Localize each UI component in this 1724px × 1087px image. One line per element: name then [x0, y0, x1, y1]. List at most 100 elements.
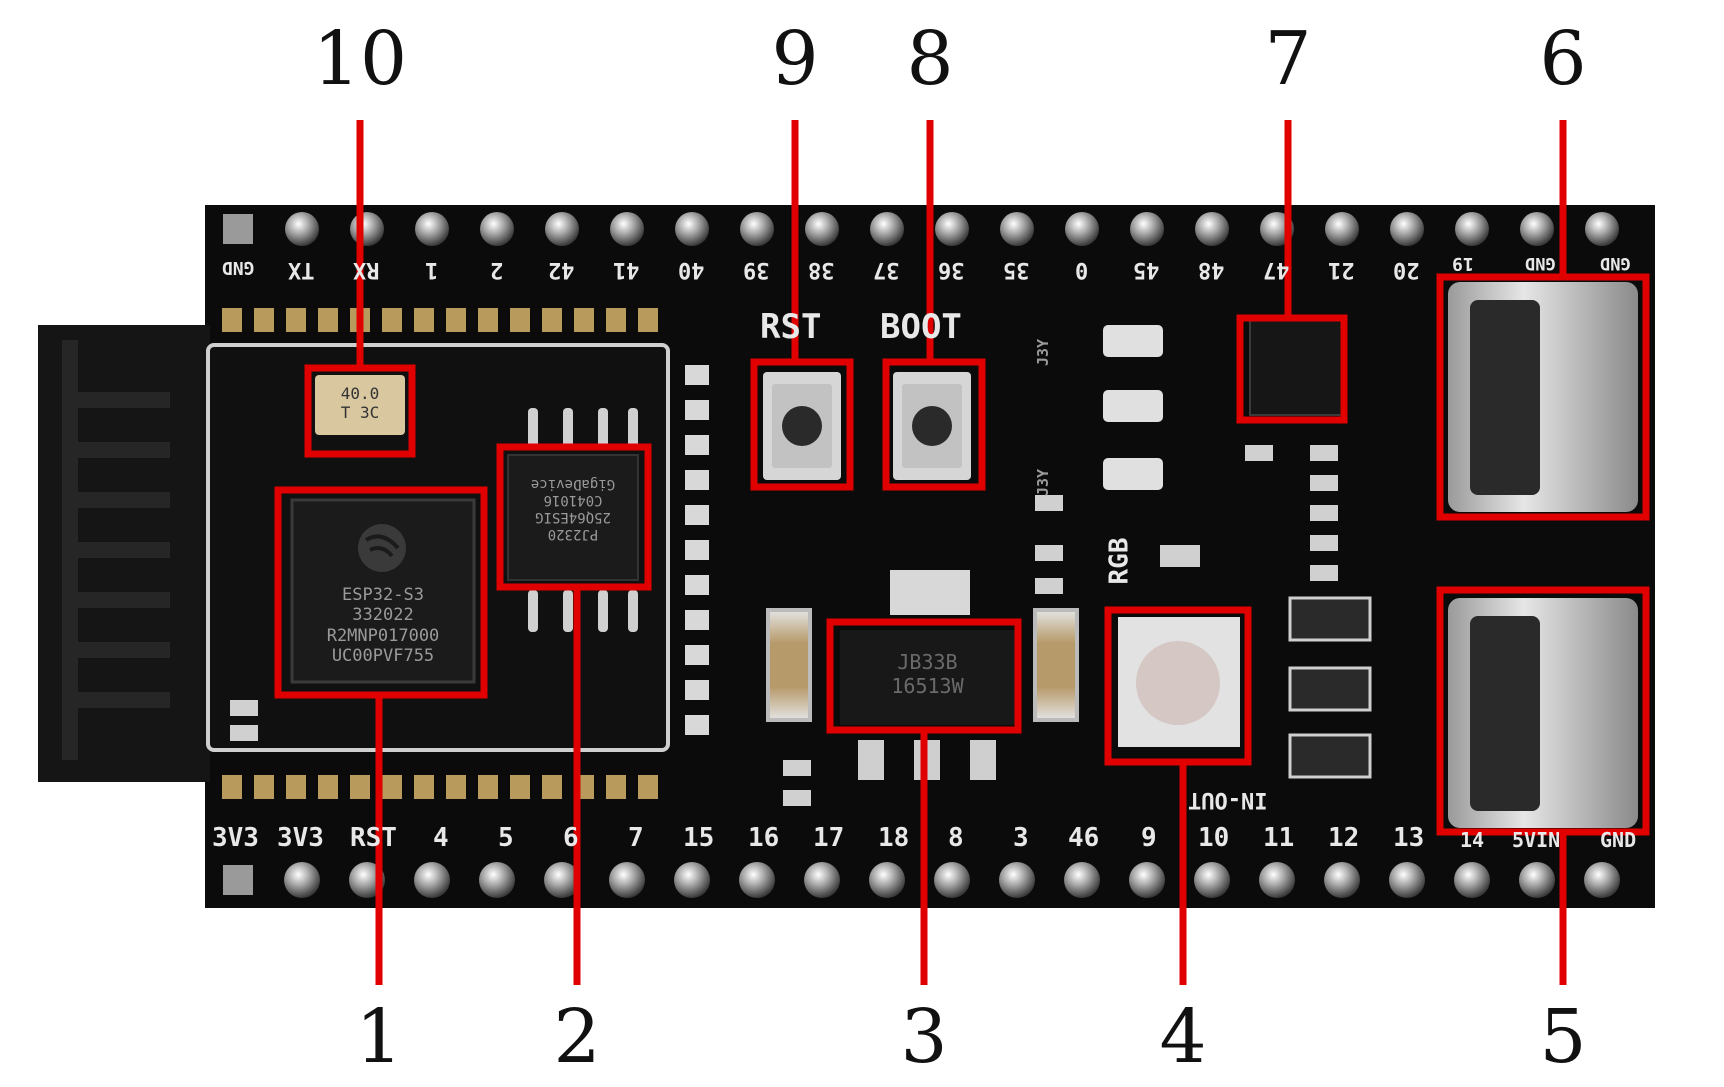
callout-5: 5 — [1539, 994, 1587, 1080]
antenna-trace — [62, 340, 170, 760]
esp32-chip-marking: ESP32-S3 332022 R2MNP017000 UC00PVF755 — [300, 585, 466, 667]
top-pin-label: GND — [1525, 253, 1556, 273]
j3y-label-a: J3Y — [1034, 338, 1053, 367]
top-pin-label: 1 — [425, 257, 439, 282]
esp32-line-4: UC00PVF755 — [331, 646, 435, 667]
module-side-pads — [685, 365, 709, 735]
capacitor-right — [1033, 608, 1079, 722]
bottom-pin-label: 4 — [433, 823, 449, 853]
in-out-label: IN-OUT — [1188, 787, 1268, 812]
highlight-4 — [1104, 606, 1252, 766]
bottom-pin-label: 17 — [813, 823, 845, 853]
callout-1: 1 — [355, 994, 403, 1080]
top-pin-label: GND — [1600, 253, 1631, 273]
bottom-pin-label: 46 — [1068, 823, 1100, 853]
bottom-pin-label: 11 — [1263, 823, 1295, 853]
top-pin-label: 20 — [1393, 257, 1420, 282]
regulator-line-2: 16513W — [891, 674, 964, 698]
bottom-pin-label: GND — [1600, 828, 1637, 852]
top-pin-label: 47 — [1263, 257, 1290, 282]
esp32-line-1: ESP32-S3 — [342, 585, 424, 605]
bottom-pin-label: 16 — [748, 823, 780, 853]
callout-7: 7 — [1264, 16, 1312, 102]
flash-chip-marking: PJ2320 25Q64ESIG C041016 GigaDevice — [512, 475, 634, 542]
crystal-line-2: T 3C — [340, 403, 380, 423]
j3y-label-b: J3Y — [1034, 468, 1053, 497]
smd-resistors — [230, 445, 1338, 806]
flash-line-1: PJ2320 — [547, 526, 599, 543]
callout-10: 10 — [312, 16, 408, 102]
top-pin-label: 45 — [1133, 257, 1160, 282]
top-pin-label: 39 — [743, 257, 770, 282]
rst-button-body — [763, 372, 841, 480]
top-pin-label: 36 — [938, 257, 965, 282]
espressif-logo-icon — [358, 524, 406, 572]
highlight-8 — [882, 358, 986, 491]
flash-line-3: C041016 — [543, 492, 603, 509]
bottom-pin-label: RST — [350, 823, 397, 853]
diodes — [1288, 596, 1372, 779]
top-header-pins — [223, 212, 1619, 246]
bottom-pin-label: 5VIN — [1512, 828, 1561, 852]
top-pin-label: 0 — [1075, 257, 1089, 282]
top-pin-label: 40 — [678, 257, 705, 282]
crystal-body — [315, 375, 405, 435]
bottom-pin-label: 13 — [1393, 823, 1425, 853]
esp32-line-2: 332022 — [352, 605, 414, 626]
bottom-pin-label: 14 — [1460, 828, 1485, 852]
highlight-6 — [1436, 273, 1650, 521]
rst-label: RST — [760, 307, 822, 347]
top-pin-label: 21 — [1328, 257, 1355, 282]
top-pin-label: TX — [288, 257, 315, 282]
capacitor-left — [766, 608, 812, 722]
flash-line-2: 25Q64ESIG — [535, 509, 611, 526]
esp32-line-3: R2MNP017000 — [326, 625, 440, 646]
highlight-7 — [1236, 314, 1348, 424]
bottom-pin-label: 12 — [1328, 823, 1360, 853]
leader-lines — [356, 120, 1567, 985]
bottom-pin-label: 8 — [948, 823, 964, 853]
top-pin-label: 2 — [490, 257, 504, 282]
callout-3: 3 — [900, 994, 948, 1080]
callout-2: 2 — [553, 994, 601, 1080]
bottom-pin-label: 15 — [683, 823, 715, 853]
top-pin-label: 38 — [808, 257, 835, 282]
top-pin-label: 19 — [1452, 253, 1474, 274]
crystal-line-1: 40.0 — [340, 384, 380, 403]
bottom-pin-label: 6 — [563, 823, 579, 853]
rgb-label: RGB — [1104, 537, 1135, 585]
bottom-pin-label: 3 — [1013, 823, 1029, 853]
bottom-pin-label: 9 — [1141, 823, 1157, 853]
top-pin-label: 42 — [548, 257, 575, 282]
bottom-pin-label: 3V3 — [277, 823, 324, 853]
status-leds — [1103, 325, 1163, 490]
regulator-marking: JB33B 16513W — [850, 650, 1005, 698]
regulator-chip — [840, 630, 1015, 725]
top-pin-label: 35 — [1003, 257, 1030, 282]
bottom-pin-label: 3V3 — [212, 823, 259, 853]
flash-line-4: GigaDevice — [530, 475, 616, 492]
top-pin-label: RX — [353, 257, 380, 282]
highlight-9 — [750, 358, 854, 491]
highlight-boxes — [274, 273, 1650, 836]
top-pin-label: 37 — [873, 257, 900, 282]
ic-chip-7 — [1249, 319, 1346, 416]
bottom-pin-label: 18 — [878, 823, 910, 853]
callout-6: 6 — [1539, 16, 1587, 102]
bottom-header-pins — [223, 862, 1620, 898]
callout-8: 8 — [906, 16, 954, 102]
highlight-5 — [1436, 586, 1650, 836]
module-top-pads — [222, 308, 658, 332]
bottom-pin-label: 7 — [628, 823, 644, 853]
bottom-pin-label: 5 — [498, 823, 514, 853]
regulator-line-1: JB33B — [897, 650, 958, 674]
flash-chip-pins — [528, 408, 638, 632]
boot-button-body — [893, 372, 971, 480]
top-pin-label: GND — [222, 257, 255, 278]
boot-label: BOOT — [880, 307, 962, 347]
regulator-tab — [890, 570, 970, 615]
callout-4: 4 — [1159, 994, 1207, 1080]
flash-chip — [507, 454, 639, 581]
crystal-marking: 40.0 T 3C — [318, 384, 402, 422]
